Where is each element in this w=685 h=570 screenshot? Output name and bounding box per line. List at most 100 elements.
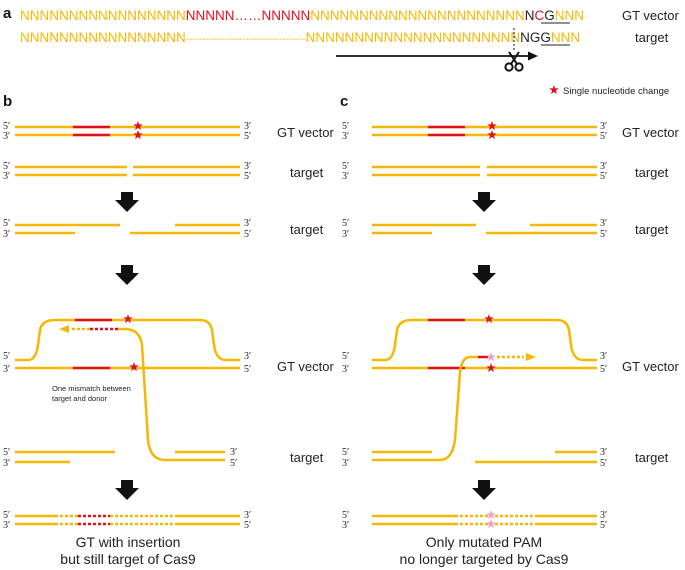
target-seq-gap: ------------------------------------ (186, 34, 306, 45)
seq-label-target: target (635, 30, 669, 45)
c-r1-5prime-top: 5′ (342, 121, 349, 132)
c-r3-3prime: 3′ (342, 229, 349, 240)
c-row4-invasion: 5′ 3′ 3′ 5′ GT vector (342, 314, 680, 462)
scissors-icon (504, 51, 524, 72)
c-r4-5prime-end: 5′ (600, 364, 607, 375)
panel-c: 5′ 3′ 3′ 5′ GT vector 5′ 3′ 3′ 5′ target… (342, 121, 680, 567)
c-row5-target: 5′ 3′ 3′ 5′ target (342, 447, 669, 469)
target-seq-part3: NNNNNNNNNNNNNNNNNNNNNN (306, 30, 520, 45)
b-r4-star-top-icon (123, 314, 133, 324)
b-r1-star-icon (133, 121, 143, 131)
c-row1-gt-vector: 5′ 3′ 3′ 5′ GT vector (342, 121, 680, 142)
c-r1-label: GT vector (622, 125, 680, 140)
c-r5-label: target (635, 450, 669, 465)
target-seq-part1: NNNNNNNNNNNNNNNNN (20, 30, 186, 45)
b-row4-invasion: 5′ 3′ 3′ 5′ GT vector One mismatch betwe… (3, 314, 335, 462)
panel-label-c: c (340, 93, 348, 110)
c-caption-line1: Only mutated PAM (426, 534, 542, 550)
c-r4-star-top-icon (484, 314, 494, 324)
b-caption-line1: GT with insertion (76, 534, 181, 550)
c-r2-5prime-end: 5′ (600, 171, 607, 182)
c-step-arrow-2 (472, 265, 496, 285)
c-r4-5prime: 5′ (342, 351, 349, 362)
c-caption-line2: no longer targeted by Cas9 (400, 551, 569, 567)
b-step-arrow-1 (115, 192, 139, 212)
c-r4-label: GT vector (622, 359, 680, 374)
b-r6-5prime: 5′ (3, 510, 10, 521)
b-r1-5prime-top: 5′ (3, 121, 10, 132)
b-r4-3prime: 3′ (3, 364, 10, 375)
b-r2-5prime: 5′ (3, 161, 10, 172)
legend-text: Single nucleotide change (563, 86, 669, 97)
b-r2-5prime-end: 5′ (244, 171, 251, 182)
gt-seq-part1: NNNNNNNNNNNNNNNNN (20, 8, 186, 23)
c-r3-label: target (635, 222, 669, 237)
c-r3-5prime: 5′ (342, 218, 349, 229)
legend-star-icon (549, 85, 559, 95)
c-r6-pink-star-icon (486, 510, 496, 520)
b-r4-3prime-end: 3′ (244, 351, 251, 362)
b-r6-5prime-end: 5′ (244, 520, 251, 531)
b-r5-5prime-end: 5′ (230, 458, 237, 469)
c-r4-3prime-end: 3′ (600, 351, 607, 362)
c-r2-3prime-end: 3′ (600, 161, 607, 172)
gt-pam-c: C (534, 8, 544, 23)
sequence-target-row: NNNNNNNNNNNNNNNNN-----------------------… (20, 30, 669, 46)
b-r6-3prime-end: 3′ (244, 510, 251, 521)
c-r2-label: target (635, 165, 669, 180)
panel-b: 5′ 3′ 3′ 5′ GT vector 5′ 3′ 3′ 5′ target (3, 121, 335, 567)
b-r3-5prime: 5′ (3, 218, 10, 229)
c-r4-3prime: 3′ (342, 364, 349, 375)
guide-rna-arrowhead (528, 51, 538, 61)
b-r5-label: target (290, 450, 324, 465)
c-r2-5prime: 5′ (342, 161, 349, 172)
legend: Single nucleotide change (549, 85, 669, 97)
gt-pam-n: N (525, 8, 535, 23)
b-r4-5prime: 5′ (3, 351, 10, 362)
gt-seq-part3: NNNNNNNNNNNNNNNNNNNNNN (310, 8, 524, 23)
c-r5-5prime: 5′ (342, 447, 349, 458)
c-r3-5prime-end: 5′ (600, 229, 607, 240)
b-r1-5prime-bot: 5′ (244, 131, 251, 142)
c-r5-5prime-end: 5′ (600, 458, 607, 469)
b-row1-gt-vector: 5′ 3′ 3′ 5′ GT vector (3, 121, 335, 142)
mismatch-note-line1: One mismatch between (52, 384, 131, 393)
b-r6-3prime: 3′ (3, 520, 10, 531)
panel-label-b: b (3, 93, 12, 110)
c-r6-3prime: 3′ (342, 520, 349, 531)
b-row6-result: 5′ 3′ 3′ 5′ GT with insertion but still … (3, 510, 251, 567)
seq-label-gt: GT vector (622, 8, 680, 23)
c-row6-result: 5′ 3′ 3′ 5′ Only mutated PAM no longer t… (342, 510, 607, 567)
b-row3-target-resected: 5′ 3′ 3′ 5′ target (3, 218, 324, 240)
b-r5-3prime-end: 3′ (230, 447, 237, 458)
b-r1-3prime-top: 3′ (244, 121, 251, 132)
gt-seq-insert: NNNNN……NNNNN (186, 8, 311, 23)
b-r1-label: GT vector (277, 125, 335, 140)
c-r3-3prime-end: 3′ (600, 218, 607, 229)
c-r5-3prime: 3′ (342, 458, 349, 469)
b-r3-3prime-end: 3′ (244, 218, 251, 229)
c-r2-3prime: 3′ (342, 171, 349, 182)
b-caption-line2: but still target of Cas9 (60, 551, 196, 567)
c-step-arrow-1 (472, 192, 496, 212)
b-r4-label: GT vector (277, 359, 335, 374)
c-r1-5prime-bot: 5′ (600, 131, 607, 142)
target-seq-tail: NNN (551, 30, 580, 45)
c-row3-target-resected: 5′ 3′ 3′ 5′ target (342, 218, 669, 240)
c-r1-3prime-top: 3′ (600, 121, 607, 132)
c-r5-3prime-end: 3′ (600, 447, 607, 458)
b-step-arrow-2 (115, 265, 139, 285)
b-r3-3prime: 3′ (3, 229, 10, 240)
b-row5-target: 5′ 3′ 3′ 5′ target (3, 447, 324, 469)
panel-label-a: a (3, 5, 12, 22)
b-r4-5prime-end: 5′ (244, 364, 251, 375)
c-r1-star-icon (487, 121, 497, 131)
b-step-arrow-3 (115, 480, 139, 500)
c-r1-3prime-bot: 3′ (342, 131, 349, 142)
c-r6-3prime-end: 3′ (600, 510, 607, 521)
svg-text:NNNNNNNNNNNNNNNNN-------------: NNNNNNNNNNNNNNNNN-----------------------… (20, 30, 580, 45)
mismatch-note-line2: target and donor (52, 394, 108, 403)
b-r3-label: target (290, 222, 324, 237)
sequence-gt-row: NNNNNNNNNNNNNNNNNNNNNN……NNNNNNNNNNNNNNNN… (20, 8, 680, 24)
